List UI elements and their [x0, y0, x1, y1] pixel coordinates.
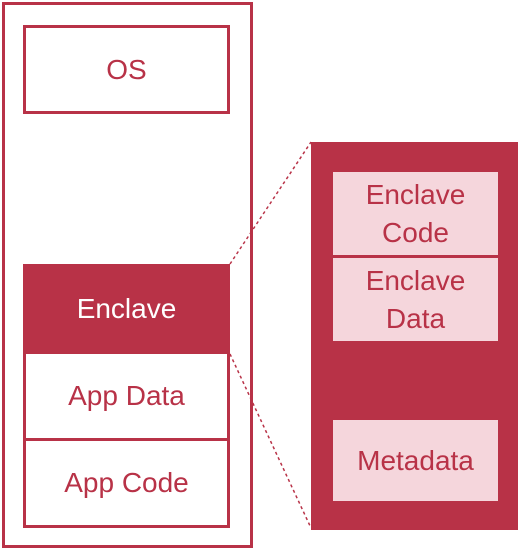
app-data-block: App Data: [23, 351, 230, 441]
enclave-data-block: Enclave Data: [330, 255, 501, 344]
metadata-block: Metadata: [330, 417, 501, 504]
metadata-label: Metadata: [357, 444, 474, 476]
app-code-block: App Code: [23, 438, 230, 528]
os-block: OS: [23, 25, 230, 114]
enclave-data-label: Enclave Data: [365, 264, 466, 334]
os-label: OS: [106, 53, 147, 85]
enclave-label: Enclave: [76, 293, 177, 325]
enclave-block: Enclave: [23, 264, 230, 354]
app-data-label: App Data: [68, 380, 185, 412]
app-code-label: App Code: [64, 467, 189, 499]
enclave-code-block: Enclave Code: [330, 169, 501, 258]
enclave-code-label: Enclave Code: [365, 178, 466, 248]
